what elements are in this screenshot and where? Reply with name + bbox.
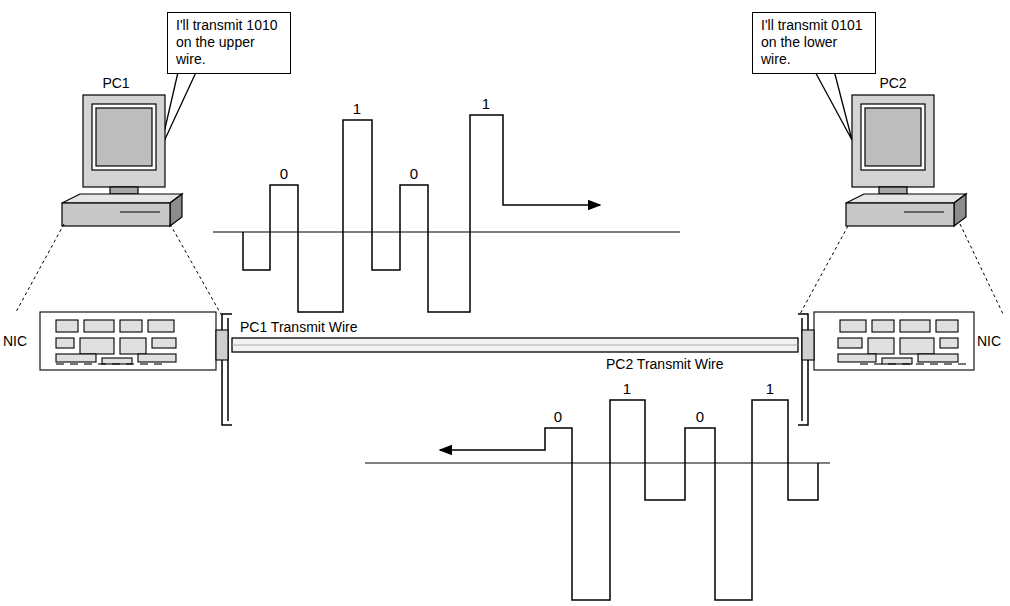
bracket: [222, 314, 808, 425]
chip: [56, 320, 78, 332]
bit-value: 0: [554, 409, 562, 425]
chip: [940, 338, 958, 348]
pc-icon: [110, 187, 138, 194]
edge-pin: [860, 363, 868, 364]
upper-waveform: [213, 231, 680, 232]
chip: [900, 320, 930, 332]
edge-pin: [84, 363, 92, 364]
pc-icon: [92, 104, 156, 170]
bit-value: 1: [353, 101, 361, 117]
pc-label: PC1: [102, 75, 129, 91]
chip: [936, 320, 958, 332]
pc-icon: [62, 194, 182, 203]
pc-icon: [62, 95, 182, 226]
lower-waveform: [365, 400, 830, 600]
chip: [56, 354, 96, 362]
pc-icon: [954, 194, 966, 226]
nic-card: [814, 312, 974, 370]
pc-icon: [846, 95, 966, 226]
chip: [918, 354, 958, 362]
wire-label: PC2 Transmit Wire: [606, 356, 723, 372]
nic-card: [802, 312, 974, 370]
chip: [868, 338, 894, 354]
nic-card: [40, 312, 228, 370]
chip: [882, 358, 912, 364]
edge-pin: [154, 363, 162, 364]
edge-pin: [70, 363, 78, 364]
edge-pin: [56, 363, 64, 364]
pc-icon: [62, 203, 170, 226]
pc-icon: [861, 104, 925, 170]
zoom-line: [16, 224, 1004, 316]
speech-callout: I'll transmit 0101 on the lower wire.: [752, 12, 876, 74]
pc-icon: [846, 194, 966, 203]
pc-icon: [904, 211, 944, 212]
zoom-line: [16, 224, 64, 312]
chip: [148, 320, 174, 332]
chip: [838, 338, 862, 348]
chip: [84, 320, 114, 332]
lower-waveform: [365, 462, 830, 463]
wire-label: PC1 Transmit Wire: [240, 319, 357, 335]
edge-pin: [112, 363, 120, 364]
edge-pin: [930, 363, 938, 364]
bit-value: 1: [482, 96, 490, 112]
chip: [900, 338, 934, 354]
bit-value: 0: [280, 166, 288, 182]
pc-icon: [879, 187, 907, 194]
upper-waveform: [243, 115, 600, 312]
pc-icon: [865, 108, 921, 166]
bit-value: 1: [766, 381, 774, 397]
bit-value: 0: [696, 409, 704, 425]
bit-value: 1: [623, 381, 631, 397]
edge-pin: [944, 363, 952, 364]
edge-pin: [98, 363, 106, 364]
cable: [232, 338, 798, 352]
chip: [840, 320, 866, 332]
chip: [80, 338, 114, 354]
chip: [872, 320, 894, 332]
zoom-line: [960, 224, 1004, 316]
edge-pin: [916, 363, 924, 364]
speech-callout: I'll transmit 1010 on the upper wire.: [167, 12, 291, 74]
nic-card: [216, 330, 228, 360]
chip: [152, 338, 176, 348]
upper-waveform: [213, 115, 680, 312]
edge-pin: [902, 363, 910, 364]
callout-text: I'll transmit 1010 on the upper wire.: [176, 17, 282, 68]
pc-icon: [83, 95, 165, 187]
pc-icon: [120, 211, 160, 212]
chip: [102, 358, 132, 364]
pc-icon: [852, 95, 934, 187]
edge-pin: [140, 363, 148, 364]
zoom-line: [170, 224, 222, 316]
callout-text: I'll transmit 0101 on the lower wire.: [761, 17, 867, 68]
chip: [120, 338, 146, 354]
nic-label: NIC: [977, 333, 1001, 349]
edge-pin: [874, 363, 882, 364]
cable: [232, 338, 798, 352]
pc-label: PC2: [879, 75, 906, 91]
chip: [120, 320, 142, 332]
nic-label: NIC: [3, 333, 27, 349]
nic-card: [802, 330, 814, 360]
pc-icon: [96, 108, 152, 166]
edge-pin: [888, 363, 896, 364]
bit-value: 0: [410, 166, 418, 182]
chip: [838, 354, 876, 362]
zoom-line: [800, 226, 848, 314]
chip: [138, 354, 176, 362]
pc-icon: [170, 194, 182, 226]
lower-waveform: [440, 400, 818, 600]
edge-pin: [958, 363, 966, 364]
cable: [232, 345, 798, 346]
nic-card: [40, 312, 216, 370]
chip: [56, 338, 74, 348]
edge-pin: [126, 363, 134, 364]
pc-icon: [846, 203, 954, 226]
